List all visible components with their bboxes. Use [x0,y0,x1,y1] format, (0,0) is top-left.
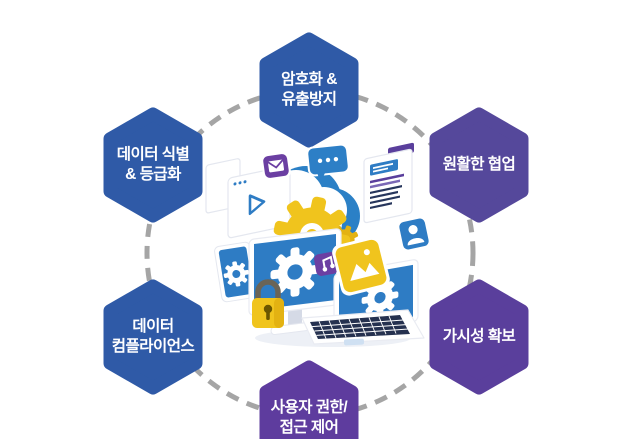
photo-icon [332,236,390,296]
hexagon-visibility-securing: 가시성 확보 [429,279,529,395]
document-icon [363,142,414,224]
hexagon-user-rights-access-control: 사용자 권한/ 접근 제어 [259,360,359,439]
hexagon-label: 암호화 & 유출방지 [259,32,359,148]
hexagon-label-line2: 접근 제어 [279,419,339,436]
hexagon-label-line1: 사용자 권한/ [270,398,348,416]
laptop-icon [301,309,425,346]
hexagon-polygon [103,107,203,223]
hexagon-label-line1: 원활한 협업 [442,155,516,173]
monitor-icon [248,228,342,335]
hexagon-label-line1: 데이터 [132,317,174,335]
hexagon-polygon [259,360,359,439]
hexagon-polygon [429,107,529,223]
hexagon-label: 데이터 식별 & 등급화 [103,107,203,223]
envelope-icon [261,151,291,181]
hexagon-label: 원활한 협업 [429,107,529,223]
hexagon-data-identification-rating: 데이터 식별 & 등급화 [103,107,203,223]
hexagon-shape [429,279,529,395]
user-card-icon [397,216,431,252]
hexagon-label-line1: 가시성 확보 [442,327,516,345]
hexagon-shape [259,360,359,439]
hexagon-smooth-collaboration: 원활한 협업 [429,107,529,223]
hexagon-label-line2: 유출방지 [281,91,337,108]
hexagon-polygon [429,279,529,395]
small-screen-icon [214,241,258,303]
music-icon [314,252,338,276]
padlock-icon [252,279,284,328]
hexagon-polygon [259,32,359,148]
hexagon-label-line1: 암호화 & [281,70,337,88]
hexagon-label: 가시성 확보 [429,279,529,395]
center-illustration [205,142,431,347]
hexagon-shape [429,107,529,223]
hexagon-shape [103,107,203,223]
hexagon-shape [259,32,359,148]
hexagon-data-compliance: 데이터 컴플라이언스 [103,279,203,395]
chat-bubble-icon [306,143,350,183]
hexagon-label-line2: & 등급화 [125,166,181,183]
hexagon-encryption-leak-prevention: 암호화 & 유출방지 [259,32,359,148]
hexagon-label-line2: 컴플라이언스 [111,338,195,355]
hexagon-label: 사용자 권한/ 접근 제어 [259,360,359,439]
dashed-circle-path [144,87,476,419]
hexagon-polygon [103,279,203,395]
hexagon-label-line1: 데이터 식별 [116,145,190,163]
hexagon-shape [103,279,203,395]
hexagon-label: 데이터 컴플라이언스 [103,279,203,395]
